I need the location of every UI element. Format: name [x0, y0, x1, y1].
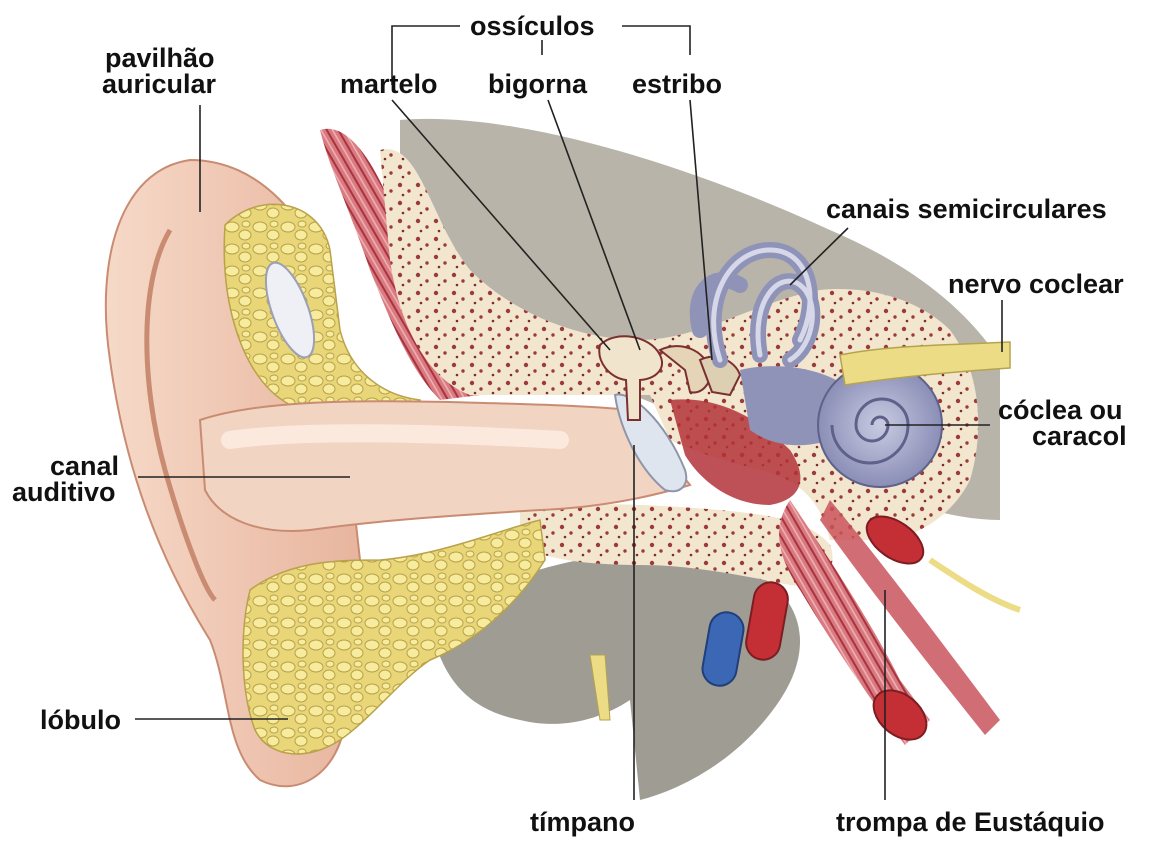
- label-nervo-coclear: nervo coclear: [948, 270, 1124, 298]
- label-lobulo: lóbulo: [40, 706, 121, 734]
- label-coclea-line1: cóclea ou: [998, 396, 1123, 424]
- label-canais-semicirculares: canais semicirculares: [826, 195, 1107, 223]
- label-canal-line2: auditivo: [12, 478, 116, 506]
- label-canal-line1: canal: [50, 452, 119, 480]
- estribo-leader: [690, 100, 712, 360]
- label-martelo: martelo: [340, 70, 438, 98]
- label-bigorna: bigorna: [488, 70, 587, 98]
- label-ossiculos: ossículos: [470, 12, 595, 40]
- label-pavilhao-line1: pavilhão: [105, 44, 215, 72]
- label-timpano: tímpano: [530, 808, 635, 836]
- bigorna-leader: [548, 100, 640, 350]
- label-coclea-line2: caracol: [1032, 422, 1127, 450]
- canais-leader: [790, 228, 848, 285]
- label-trompa-de-eustaquio: trompa de Eustáquio: [836, 808, 1105, 836]
- ossiculos-bracket-right: [622, 26, 690, 55]
- martelo-leader: [392, 100, 610, 350]
- label-pavilhao-line2: auricular: [102, 70, 216, 98]
- label-estribo: estribo: [632, 70, 722, 98]
